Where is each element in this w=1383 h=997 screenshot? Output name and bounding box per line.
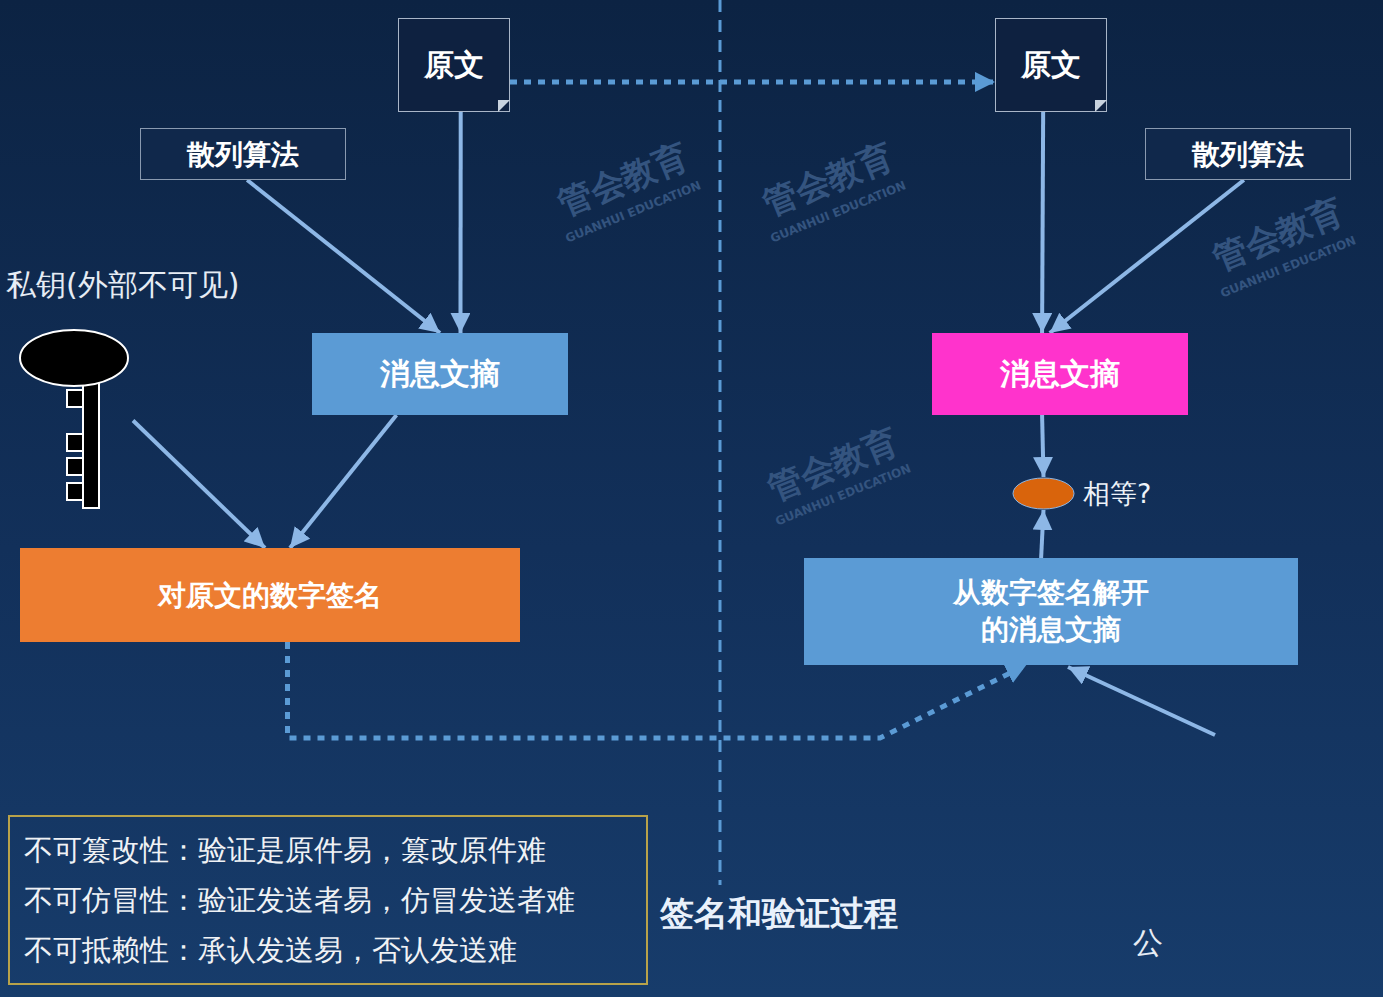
decrypted-digest-box: 从数字签名解开 的消息文摘 bbox=[804, 558, 1298, 665]
node-text: 散列算法 bbox=[1192, 137, 1304, 172]
dotted-arrow bbox=[510, 79, 995, 84]
document-box: 原文 bbox=[398, 18, 510, 112]
node-text: 散列算法 bbox=[187, 137, 299, 172]
algorithm-box: 散列算法 bbox=[1145, 128, 1351, 180]
node-text: 原文 bbox=[1021, 46, 1081, 84]
flow-arrow bbox=[247, 180, 440, 333]
compare-oval: 相等? bbox=[1012, 477, 1075, 510]
digest-box: 消息文摘 bbox=[312, 333, 568, 415]
flow-arrow bbox=[1042, 415, 1043, 477]
key-head bbox=[20, 330, 128, 386]
key-icon bbox=[18, 328, 133, 513]
key-tooth bbox=[67, 458, 84, 475]
node-text: 消息文摘 bbox=[1000, 355, 1120, 393]
private-key: 私钥(外部不可见) bbox=[18, 328, 133, 513]
compare-ellipse bbox=[1012, 477, 1075, 510]
property-note: 不可篡改性：验证是原件易，篡改原件难不可仿冒性：验证发送者易，仿冒发送者难不可抵… bbox=[8, 815, 648, 985]
flow-arrow bbox=[458, 112, 462, 333]
page-fold-corner bbox=[1095, 100, 1107, 112]
node-text: 私钥(外部不可见) bbox=[6, 266, 239, 304]
partial-label: 公 bbox=[1133, 925, 1163, 961]
algorithm-box: 散列算法 bbox=[140, 128, 346, 180]
node-text: 不可篡改性：验证是原件易，篡改原件难 bbox=[24, 832, 546, 868]
key-shaft bbox=[83, 376, 99, 508]
node-text: 对原文的数字签名 bbox=[158, 578, 382, 613]
node-text: 不可仿冒性：验证发送者易，仿冒发送者难 bbox=[24, 882, 575, 918]
diagram-caption: 签名和验证过程 bbox=[660, 893, 898, 934]
flow-arrow bbox=[1041, 510, 1043, 558]
key-tooth bbox=[67, 390, 84, 407]
divider-line bbox=[719, 0, 722, 885]
key-tooth bbox=[67, 483, 84, 500]
flow-arrow bbox=[133, 421, 265, 549]
node-text: 从数字签名解开 的消息文摘 bbox=[939, 575, 1163, 648]
signature-box: 对原文的数字签名 bbox=[20, 548, 520, 642]
flow-arrow bbox=[290, 415, 396, 548]
node-text: 原文 bbox=[424, 46, 484, 84]
node-text: 相等? bbox=[1083, 477, 1151, 511]
digest-box: 消息文摘 bbox=[932, 333, 1188, 415]
flow-arrow bbox=[1042, 112, 1043, 333]
node-text: 不可抵赖性：承认发送易，否认发送难 bbox=[24, 932, 517, 968]
node-text: 消息文摘 bbox=[380, 355, 500, 393]
page-fold-corner bbox=[498, 100, 510, 112]
compare-ellipse-shape bbox=[1013, 478, 1074, 509]
document-box: 原文 bbox=[995, 18, 1107, 112]
key-tooth bbox=[67, 434, 84, 451]
public-key-arrow bbox=[1068, 667, 1215, 735]
